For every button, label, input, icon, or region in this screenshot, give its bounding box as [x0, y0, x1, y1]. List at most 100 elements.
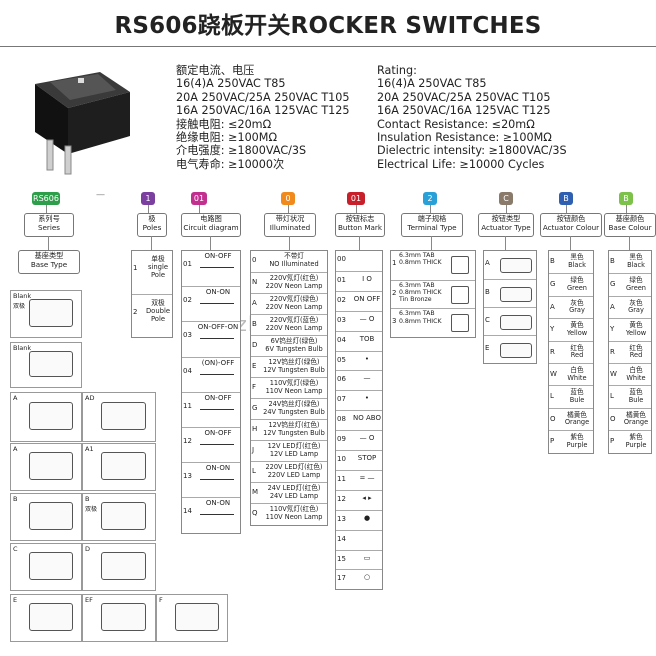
- button-mark-symbol: •: [364, 354, 370, 363]
- circuit-symbol: [200, 408, 234, 410]
- actuator-code: A: [485, 259, 490, 267]
- actuator-code: C: [485, 316, 490, 324]
- spec-line-cn: 16A 250VAC/16A 125VAC T125: [176, 104, 350, 118]
- illuminated-label: 220V氖灯(蓝色)220V Neon Lamp: [265, 316, 323, 332]
- illuminated-code: A: [252, 299, 257, 307]
- product-photo: [30, 62, 140, 177]
- button-mark-code: 17: [337, 574, 346, 583]
- button-mark-code: 10: [337, 455, 346, 463]
- button-mark-option: 07•: [336, 390, 382, 411]
- base-type-option: D: [82, 543, 156, 591]
- base-type-option: A: [10, 443, 82, 491]
- terminal-code: 2: [392, 288, 397, 297]
- illuminated-label: 12V LED灯(红色)12V LED Lamp: [267, 442, 321, 458]
- base-type-note: 双极: [85, 506, 98, 513]
- button-mark-option: 09— O: [336, 430, 382, 451]
- connector-line: [210, 236, 211, 250]
- base-type-drawing: [28, 603, 73, 631]
- base-type-code: D: [85, 545, 91, 553]
- actuator-colour-code: G: [550, 280, 556, 289]
- circuit-symbol: [200, 267, 234, 268]
- base-type-code: Blank: [13, 344, 32, 352]
- base-type-option: E: [10, 594, 82, 642]
- circuit-option: 04(ON)-OFF: [182, 356, 240, 393]
- connector-line: [288, 205, 289, 213]
- illuminated-label: 12V钨丝灯(绿色)12V Tungsten Bulb: [263, 358, 325, 374]
- button-mark-code: 14: [337, 534, 346, 543]
- connector-line: [151, 236, 152, 250]
- circuit-label: ON-ON: [205, 288, 231, 297]
- code-badge: 01: [191, 192, 207, 205]
- circuit-symbol: [200, 514, 234, 516]
- button-mark-code: 06: [337, 375, 346, 384]
- illuminated-label: 220V氖灯(红色)220V Neon Lamp: [265, 274, 323, 290]
- code-badge: 2: [423, 192, 437, 205]
- circuit-symbol: [200, 338, 234, 340]
- terminal-drawing: [451, 256, 469, 274]
- circuit-symbol: [200, 479, 234, 481]
- button-mark-option: 15▭: [336, 549, 382, 571]
- base-type-drawing: [101, 603, 147, 631]
- illuminated-label: 12V钨丝灯(红色)12V Tungsten Bulb: [263, 421, 325, 437]
- code-badge: C: [499, 192, 513, 205]
- button-mark-option: 14: [336, 529, 382, 551]
- base-type-drawing: [101, 502, 147, 530]
- base-colour-code: O: [610, 414, 616, 423]
- base-type-drawing: [101, 401, 147, 431]
- connector-line: [46, 205, 47, 213]
- base-colour-code: A: [610, 302, 615, 311]
- spec-line-cn: 额定电流、电压: [176, 64, 255, 77]
- page-title: RS606跷板开关ROCKER SWITCHES: [114, 13, 542, 39]
- connector-line: [356, 205, 357, 213]
- base-type-option: B: [10, 493, 82, 541]
- actuator-drawing: [500, 287, 532, 302]
- illuminated-code: B: [252, 320, 257, 328]
- actuator-colour-code: B: [550, 257, 555, 265]
- code-badge: 01: [347, 192, 365, 205]
- actuator-option: B: [484, 279, 536, 308]
- title-divider: [0, 46, 656, 47]
- base-type-drawing: [28, 401, 73, 431]
- button-mark-code: 02: [337, 295, 346, 304]
- base-type-code: E: [13, 596, 18, 604]
- terminal-drawing: [451, 314, 469, 333]
- base-colour-code: Y: [610, 325, 615, 334]
- actuator-drawing: [500, 315, 532, 330]
- illuminated-code: J: [252, 446, 255, 454]
- circuit-symbol: [200, 303, 234, 305]
- illuminated-code: L: [252, 467, 256, 475]
- actuator-colour-code: R: [550, 347, 555, 356]
- connector-line: [199, 205, 200, 213]
- connector-line: [626, 205, 627, 213]
- illuminated-code: D: [252, 341, 258, 349]
- button-mark-option: 00: [336, 251, 382, 271]
